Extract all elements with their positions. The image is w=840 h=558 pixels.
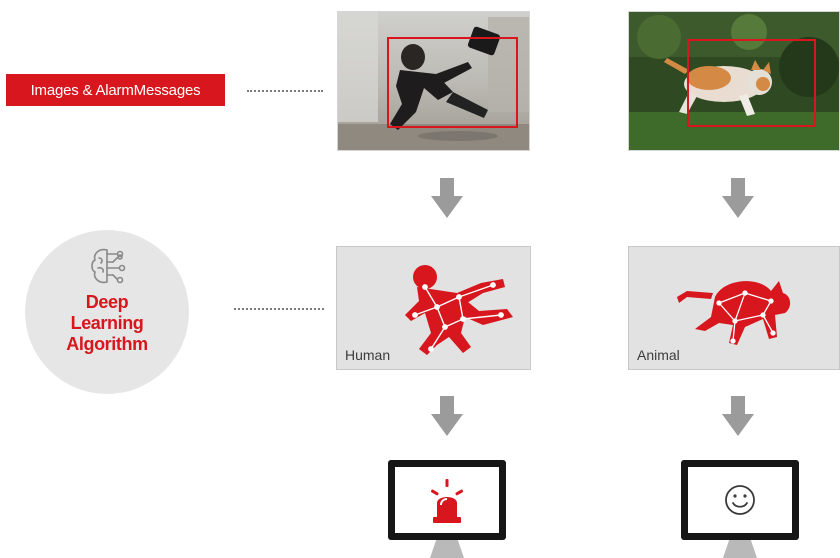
algorithm-title: Deep Learning Algorithm [25, 292, 189, 355]
animal-photo [628, 11, 840, 151]
smiley-face-icon [725, 485, 755, 515]
monitor-stand [723, 540, 757, 558]
tag-label: Images & AlarmMessages [30, 81, 201, 99]
monitor-screen [688, 467, 792, 533]
dotted-connector-middle [234, 308, 324, 310]
images-alarm-messages-tag: Images & AlarmMessages [6, 74, 225, 106]
alarm-monitor [388, 460, 506, 558]
monitor-stand [430, 540, 464, 558]
cat-skeleton-icon [677, 281, 791, 345]
monitor-screen [395, 467, 499, 533]
human-photo [337, 11, 530, 151]
down-arrow-icon [722, 178, 754, 218]
brain-circuit-icon [91, 248, 126, 284]
down-arrow-icon [431, 396, 463, 436]
normal-monitor [681, 460, 799, 558]
panel-label-animal: Animal [637, 347, 680, 363]
panel-label-human: Human [345, 347, 391, 363]
down-arrow-icon [431, 178, 463, 218]
siren-alarm-icon [430, 479, 464, 523]
detection-box-human [387, 37, 518, 128]
deep-learning-algorithm-badge: Deep Learning Algorithm [25, 230, 189, 394]
algorithm-line-2: Learning [70, 313, 144, 333]
algorithm-line-3: Algorithm [66, 334, 148, 354]
human-panel: Human [336, 246, 531, 370]
animal-photo-image [629, 12, 839, 150]
human-photo-image [338, 12, 529, 150]
detection-box-animal [687, 39, 816, 127]
dotted-connector-top [247, 90, 323, 92]
falling-person-skeleton-icon [405, 265, 513, 355]
down-arrow-icon [722, 396, 754, 436]
animal-panel: Animal [628, 246, 840, 370]
algorithm-line-1: Deep [85, 292, 129, 312]
